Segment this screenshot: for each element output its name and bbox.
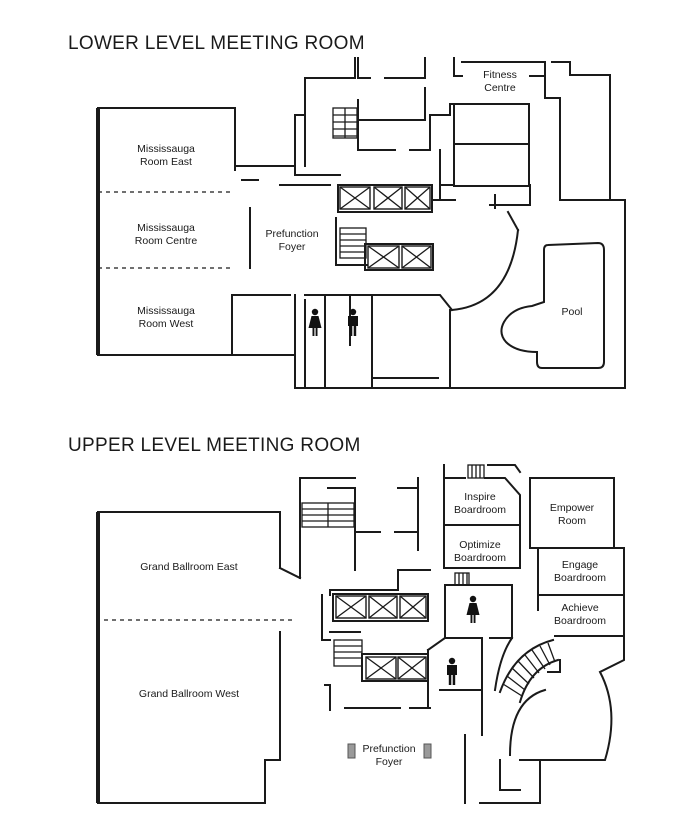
pool-outline xyxy=(500,241,605,369)
stairs-icon xyxy=(333,639,363,667)
room-label: Empower xyxy=(550,502,595,514)
room-label: Room xyxy=(558,515,586,527)
room-label: Pool xyxy=(561,306,582,318)
elevator-icon xyxy=(332,593,429,622)
lower-level-title: LOWER LEVEL MEETING ROOM xyxy=(68,33,365,54)
upper-level-plan xyxy=(96,464,625,804)
stairs-icon xyxy=(498,638,560,704)
room-label: Boardroom xyxy=(554,572,606,584)
elevator-icon xyxy=(361,653,429,682)
room-label: Mississauga xyxy=(137,143,195,155)
room-label: Boardroom xyxy=(454,504,506,516)
room-label: Room West xyxy=(139,318,194,330)
room-label: Foyer xyxy=(279,241,306,253)
restroom-women-icon xyxy=(466,595,480,623)
upper-level-title: UPPER LEVEL MEETING ROOM xyxy=(68,435,361,456)
room-label: Foyer xyxy=(376,756,403,768)
waste-bin-icon xyxy=(423,743,432,759)
room-label: Centre xyxy=(484,82,516,94)
room-label: Mississauga xyxy=(137,305,195,317)
room-label: Boardroom xyxy=(554,615,606,627)
room-label: Grand Ballroom East xyxy=(140,561,238,573)
stairs-icon xyxy=(454,572,470,586)
stairs-icon xyxy=(332,107,358,139)
room-label: Fitness xyxy=(483,69,517,81)
room-label: Optimize xyxy=(459,539,501,551)
stairs-icon xyxy=(467,464,485,479)
stairs-icon xyxy=(301,502,355,528)
room-label: Prefunction xyxy=(265,228,318,240)
room-label: Grand Ballroom West xyxy=(139,688,239,700)
room-label: Room East xyxy=(140,156,192,168)
restroom-women-icon xyxy=(308,308,322,336)
lower-level-plan xyxy=(96,57,626,389)
room-label: Mississauga xyxy=(137,222,195,234)
room-label: Room Centre xyxy=(135,235,198,247)
room-label: Boardroom xyxy=(454,552,506,564)
elevator-icon xyxy=(337,184,433,213)
room-label: Inspire xyxy=(464,491,496,503)
room-label: Achieve xyxy=(561,602,599,614)
room-label: Prefunction xyxy=(362,743,415,755)
restroom-men-icon xyxy=(447,657,457,685)
elevator-icon xyxy=(364,243,434,271)
waste-bin-icon xyxy=(347,743,356,759)
room-label: Engage xyxy=(562,559,598,571)
